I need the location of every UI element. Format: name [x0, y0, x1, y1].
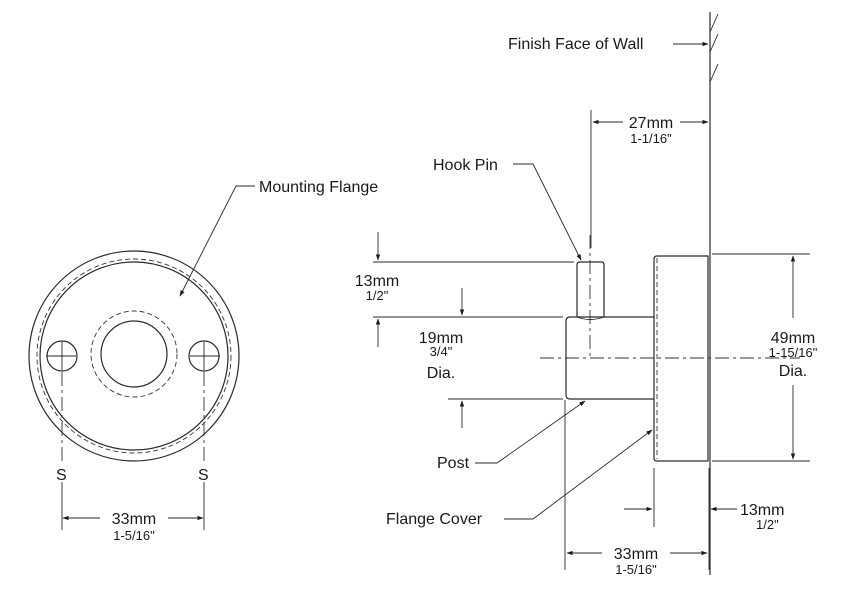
- pin-height-mm: 13mm: [355, 273, 399, 290]
- finish-face-label: Finish Face of Wall: [508, 36, 643, 53]
- screw-label-right: S: [198, 467, 209, 484]
- cover-depth-in: 1/2": [756, 517, 779, 532]
- cover-dia-in: 1-15/16": [769, 345, 818, 360]
- flange-hidden-edge: [36, 258, 232, 454]
- post-label: Post: [437, 455, 470, 472]
- screw-spacing-in: 1-5/16": [113, 528, 155, 543]
- post-leader: [475, 400, 586, 464]
- flange-cover-label: Flange Cover: [386, 511, 483, 528]
- front-view: S S 33mm 1-5/16" Mounting Flange: [28, 179, 378, 543]
- flange-inner-circle: [39, 261, 229, 451]
- screw-label-left: S: [56, 467, 67, 484]
- post-dia-suffix: Dia.: [427, 365, 455, 382]
- hook-pin-shape: [576, 261, 605, 317]
- cover-dia-mm: 49mm: [771, 330, 815, 347]
- post-circle: [100, 320, 168, 388]
- overall-depth-mm: 33mm: [614, 546, 658, 563]
- overall-depth-in: 1-5/16": [615, 562, 657, 577]
- hook-pin-leader: [513, 163, 582, 261]
- hook-pin-label: Hook Pin: [433, 157, 498, 174]
- cover-depth-mm: 13mm: [740, 502, 784, 519]
- side-view: Finish Face of Wall 27mm 1-1/16" 13mm 1/…: [355, 12, 818, 577]
- projection-in: 1-1/16": [630, 131, 672, 146]
- pin-height-in: 1/2": [366, 288, 389, 303]
- post-hidden-circle: [90, 310, 178, 398]
- flange-outer-circle: [28, 250, 240, 462]
- post-dia-in: 3/4": [430, 344, 453, 359]
- screw-spacing-mm: 33mm: [112, 511, 156, 528]
- projection-mm: 27mm: [629, 115, 673, 132]
- cover-dia-suffix: Dia.: [779, 363, 807, 380]
- flange-cover-leader: [504, 429, 653, 520]
- mounting-flange-leader: [179, 185, 255, 297]
- post-dia-mm: 19mm: [419, 330, 463, 347]
- flange-cover-shape: [653, 255, 709, 462]
- mounting-flange-label: Mounting Flange: [259, 179, 378, 196]
